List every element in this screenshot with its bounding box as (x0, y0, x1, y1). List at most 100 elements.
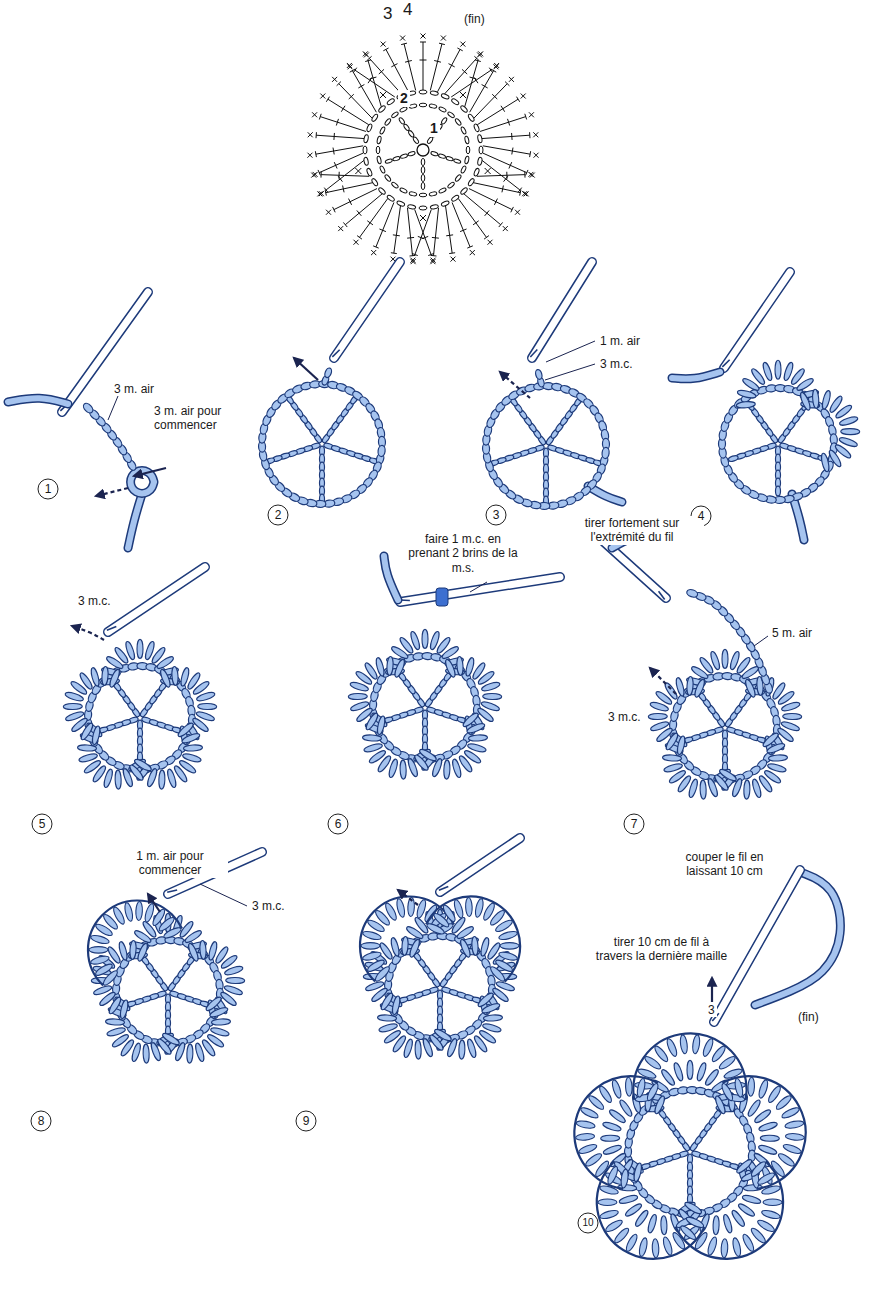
tall-stitch (123, 902, 134, 922)
treble-cap (318, 170, 320, 175)
tall-stitch (401, 936, 408, 955)
tall-stitch (672, 1062, 684, 1082)
treble-bar (422, 236, 429, 238)
chain-symbol (441, 93, 450, 100)
callout-text: 3 m.c. (606, 710, 643, 724)
petal-outline (646, 1122, 806, 1282)
tall-stitch (137, 639, 143, 658)
single-crochet-symbol (347, 63, 352, 68)
tall-stitch (762, 362, 774, 382)
tall-stitch (362, 734, 381, 741)
tall-stitch (453, 899, 465, 919)
tall-stitch (106, 1026, 126, 1037)
tall-stitch (166, 768, 177, 788)
single-crochet-symbol (355, 168, 361, 174)
tall-stitch (781, 701, 801, 713)
tall-stitch (575, 1133, 595, 1141)
single-crochet-symbol (488, 240, 493, 245)
step-number: 8 (38, 1114, 45, 1128)
tall-stitch (143, 1044, 150, 1063)
step-number-circle (296, 1111, 316, 1131)
tall-stitch (483, 693, 502, 699)
chain-symbol (451, 98, 460, 106)
chain-symbol (460, 165, 467, 173)
tall-stitch (758, 1121, 778, 1133)
tall-stitch (713, 1216, 720, 1235)
tall-stitch (122, 768, 134, 788)
tall-stitch (474, 898, 485, 918)
tall-stitch (77, 744, 96, 751)
treble-symbol (464, 194, 501, 225)
yarn-outline (384, 556, 398, 600)
tall-stitch (782, 1143, 802, 1156)
tall-stitch (400, 760, 407, 779)
treble-symbol (458, 199, 486, 238)
single-crochet-symbol (420, 215, 426, 221)
treble-symbol (319, 153, 363, 173)
treble-symbol (339, 84, 372, 119)
treble-bar (449, 64, 455, 67)
leader-line (754, 636, 768, 646)
chain-symbol (419, 103, 427, 107)
tall-stitch (584, 1152, 603, 1168)
tall-stitch (348, 693, 367, 699)
callout-text: 4 (401, 0, 414, 20)
petal-outline (624, 1024, 755, 1155)
yarn-outline (672, 372, 720, 379)
chain-symbol (384, 174, 392, 182)
tall-stitch (675, 677, 686, 697)
treble-symbol (482, 135, 530, 138)
chain-symbol (379, 126, 386, 134)
tall-stitch (209, 1006, 229, 1019)
treble-bar (501, 106, 505, 112)
yarn (384, 556, 398, 600)
single-crochet-symbol (533, 132, 538, 137)
direction-arrow (96, 488, 128, 496)
single-crochet-symbol (515, 210, 520, 215)
tall-stitch (576, 1120, 596, 1130)
step-number-circle (38, 479, 58, 499)
tall-stitch (820, 453, 830, 473)
single-crochet-symbol (529, 112, 534, 117)
treble-bar (420, 60, 427, 61)
treble-cap (524, 172, 525, 178)
treble-bar (470, 77, 477, 79)
chain-stitch (601, 447, 609, 459)
tall-stitch (459, 1040, 466, 1059)
leader-line (546, 341, 595, 362)
chain-stitch (535, 369, 543, 380)
tall-stitch (196, 691, 216, 703)
direction-arrow (72, 626, 104, 640)
tall-stitch (768, 754, 787, 761)
chain-symbol (412, 136, 419, 144)
treble-symbol (470, 71, 494, 113)
tall-stitch (598, 1199, 617, 1206)
treble-symbol (334, 189, 377, 210)
treble-symbol (434, 208, 439, 256)
chain-symbol (429, 104, 437, 109)
tall-stitch (183, 744, 202, 751)
treble-cap (337, 82, 341, 86)
tall-stitch (785, 1133, 805, 1141)
chain-symbol (366, 123, 373, 132)
callout-text: 3 (381, 4, 394, 24)
guide-path (727, 689, 753, 725)
single-crochet-symbol (307, 153, 312, 158)
tall-stitch (500, 943, 519, 950)
tall-stitch (812, 389, 819, 408)
chain-symbol (454, 118, 462, 126)
tall-stitch (408, 938, 421, 958)
treble-cap (365, 60, 371, 62)
tall-stitch (720, 1082, 735, 1102)
guide-path (142, 679, 168, 715)
guide-path (548, 401, 579, 444)
chain-symbol (473, 168, 480, 177)
callout-text: 2 (398, 90, 410, 107)
yarn (8, 398, 68, 404)
tall-stitch (633, 1162, 643, 1182)
guide-path (697, 689, 723, 725)
treble-symbol (473, 183, 520, 193)
tall-stitch (737, 389, 757, 399)
tall-stitch (602, 1121, 622, 1133)
treble-cap (516, 97, 519, 102)
